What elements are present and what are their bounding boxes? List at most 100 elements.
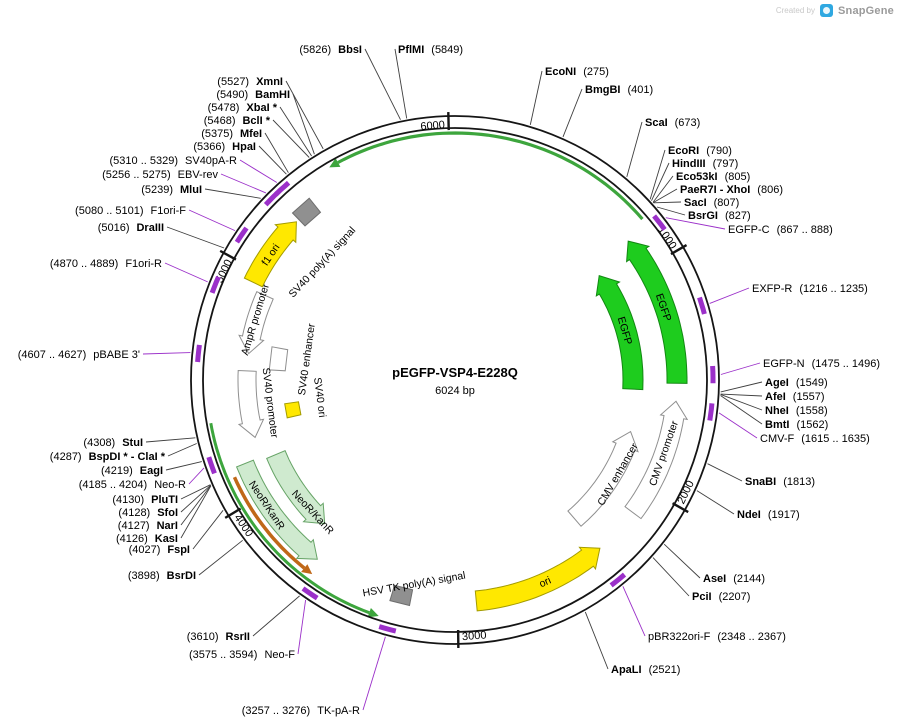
feature-cmv-enhancer[interactable] [567, 430, 639, 527]
feature-cmv-promoter[interactable] [624, 400, 689, 520]
enzyme-label-BsrDI[interactable]: (3898)BsrDI [128, 570, 196, 582]
enzyme-label-PluTI[interactable]: (4130)PluTI [112, 494, 178, 506]
enzyme-label-PciI[interactable]: PciI(2207) [692, 591, 750, 603]
enzyme-label-BspDI-ClaI-[interactable]: (4287)BspDI * - ClaI * [50, 451, 166, 463]
enzyme-label-XbaI-[interactable]: (5478)XbaI * [208, 102, 278, 114]
feature-ori[interactable] [474, 546, 601, 612]
feature-hsv-tk-polya[interactable] [389, 584, 414, 607]
primer-site-EBV-rev[interactable] [263, 190, 280, 207]
callout-line-XbaI- [279, 106, 312, 157]
feature-ampr-promoter[interactable] [238, 291, 274, 355]
primer-label-pBR322ori-F[interactable]: pBR322ori-F(2348 .. 2367) [648, 631, 786, 643]
callout-line-AfeI [720, 393, 763, 397]
enzyme-label-BbsI[interactable]: (5826)BbsI [299, 44, 362, 56]
primer-site-pBABE-3-[interactable] [195, 344, 202, 363]
enzyme-label-EagI[interactable]: (4219)EagI [101, 465, 163, 477]
tick-label-1000: 1000 [655, 225, 679, 252]
feature-egfp-b[interactable] [595, 274, 644, 391]
callout-line-BclI- [272, 119, 310, 158]
enzyme-label-EcoRI[interactable]: EcoRI(790) [668, 145, 732, 157]
primer-site-F1ori-F[interactable] [234, 226, 249, 244]
enzyme-label-FspI[interactable]: (4027)FspI [129, 544, 190, 556]
feature-sv40-promoter[interactable] [237, 369, 265, 439]
enzyme-label-HindIII[interactable]: HindIII(797) [672, 158, 738, 170]
primer-label-Neo-F[interactable]: (3575 .. 3594)Neo-F [189, 649, 295, 661]
enzyme-label-ApaLI[interactable]: ApaLI(2521) [611, 664, 680, 676]
callout-line-AseI [663, 543, 701, 579]
feature-neo-orange[interactable] [232, 476, 306, 570]
primer-label-SV40pA-R[interactable]: (5310 .. 5329)SV40pA-R [110, 155, 238, 167]
enzyme-label-EcoNI[interactable]: EcoNI(275) [545, 66, 609, 78]
callout-line-CMV-F [718, 412, 758, 439]
callout-line-SnaBI [707, 463, 743, 482]
enzyme-label-DraIII[interactable]: (5016)DraIII [98, 222, 164, 234]
primer-label-Neo-R[interactable]: (4185 .. 4204)Neo-R [79, 479, 186, 491]
feature-sv40-enhancer[interactable] [268, 346, 289, 372]
feature-egfp-a[interactable] [626, 240, 688, 384]
feature-neo-orange-arrowhead [301, 564, 313, 575]
primer-site-Neo-R[interactable] [206, 456, 217, 475]
feature-label-hsv-tk-polya[interactable]: HSV TK poly(A) signal [362, 570, 467, 600]
enzyme-label-Eco53kI[interactable]: Eco53kI(805) [676, 171, 750, 183]
enzyme-label-MfeI[interactable]: (5375)MfeI [201, 128, 262, 140]
enzyme-label-BclI-[interactable]: (5468)BclI * [204, 115, 271, 127]
feature-neo-transcript[interactable] [209, 422, 370, 615]
primer-site-pBR322ori-F[interactable] [609, 572, 627, 588]
feature-label-sv40-polya[interactable]: SV40 poly(A) signal [287, 225, 359, 301]
primer-label-F1ori-R[interactable]: (4870 .. 4889)F1ori-R [50, 258, 162, 270]
feature-f1-ori[interactable] [243, 221, 297, 288]
feature-neor-kanr-a[interactable] [235, 459, 318, 560]
enzyme-label-BamHI[interactable]: (5490)BamHI [216, 89, 290, 101]
primer-site-F1ori-R[interactable] [209, 275, 221, 294]
enzyme-label-AfeI[interactable]: AfeI(1557) [765, 391, 825, 403]
enzyme-label-BmgBI[interactable]: BmgBI(401) [585, 84, 653, 96]
enzyme-label-PaeR7I-XhoI[interactable]: PaeR7I - XhoI(806) [680, 184, 783, 196]
enzyme-label-NarI[interactable]: (4127)NarI [118, 520, 178, 532]
enzyme-label-AgeI[interactable]: AgeI(1549) [765, 377, 828, 389]
primer-label-EXFP-R[interactable]: EXFP-R(1216 .. 1235) [752, 283, 868, 295]
primer-label-F1ori-F[interactable]: (5080 .. 5101)F1ori-F [75, 205, 186, 217]
enzyme-label-PflMI[interactable]: PflMI(5849) [398, 44, 463, 56]
enzyme-label-StuI[interactable]: (4308)StuI [83, 437, 143, 449]
callout-line-FspI [192, 510, 224, 550]
callout-line-StuI [145, 437, 196, 443]
callout-line-pBABE-3- [142, 352, 191, 355]
primer-site-TK-pA-R[interactable] [378, 624, 397, 634]
primer-label-EGFP-C[interactable]: EGFP-C(867 .. 888) [728, 224, 833, 236]
primer-site-EXFP-R[interactable] [697, 296, 707, 315]
enzyme-label-BsrGI[interactable]: BsrGI(827) [688, 210, 751, 222]
primer-site-CMV-F[interactable] [707, 403, 715, 421]
enzyme-label-BmtI[interactable]: BmtI(1562) [765, 419, 828, 431]
enzyme-label-SacI[interactable]: SacI(807) [684, 197, 739, 209]
primer-label-CMV-F[interactable]: CMV-F(1615 .. 1635) [760, 433, 870, 445]
primer-label-pBABE-3-[interactable]: (4607 .. 4627)pBABE 3' [18, 349, 140, 361]
feature-label-sv40-promoter[interactable]: SV40 promoter [260, 367, 281, 439]
enzyme-label-NheI[interactable]: NheI(1558) [765, 405, 828, 417]
feature-sv40-ori[interactable] [284, 401, 302, 419]
enzyme-label-ScaI[interactable]: ScaI(673) [645, 117, 700, 129]
enzyme-label-NdeI[interactable]: NdeI(1917) [737, 509, 800, 521]
primer-site-EGFP-C[interactable] [652, 214, 667, 231]
feature-sv40-polya[interactable] [291, 197, 322, 227]
primer-label-TK-pA-R[interactable]: (3257 .. 3276)TK-pA-R [242, 705, 360, 717]
feature-label-sv40-ori[interactable]: SV40 ori [311, 377, 328, 418]
enzyme-label-AseI[interactable]: AseI(2144) [703, 573, 765, 585]
enzyme-label-HpaI[interactable]: (5366)HpaI [193, 141, 256, 153]
enzyme-label-RsrII[interactable]: (3610)RsrII [187, 631, 250, 643]
primer-site-Neo-F[interactable] [301, 586, 319, 601]
enzyme-label-XmnI[interactable]: (5527)XmnI [217, 76, 283, 88]
callout-line-HpaI [258, 145, 287, 175]
enzyme-label-KasI[interactable]: (4126)KasI [116, 533, 178, 545]
backbone-ring-outer [190, 115, 720, 645]
feature-label-ori[interactable]: ori [537, 575, 553, 591]
primer-site-SV40pA-R[interactable] [274, 180, 291, 197]
primer-label-EBV-rev[interactable]: (5256 .. 5275)EBV-rev [102, 169, 218, 181]
callout-line-BamHI [292, 93, 315, 155]
enzyme-label-SfoI[interactable]: (4128)SfoI [118, 507, 178, 519]
enzyme-label-SnaBI[interactable]: SnaBI(1813) [745, 476, 815, 488]
feature-insert-cds[interactable] [337, 131, 644, 221]
enzyme-label-MluI[interactable]: (5239)MluI [141, 184, 202, 196]
feature-neor-kanr-b[interactable] [266, 450, 326, 525]
primer-label-EGFP-N[interactable]: EGFP-N(1475 .. 1496) [763, 358, 880, 370]
